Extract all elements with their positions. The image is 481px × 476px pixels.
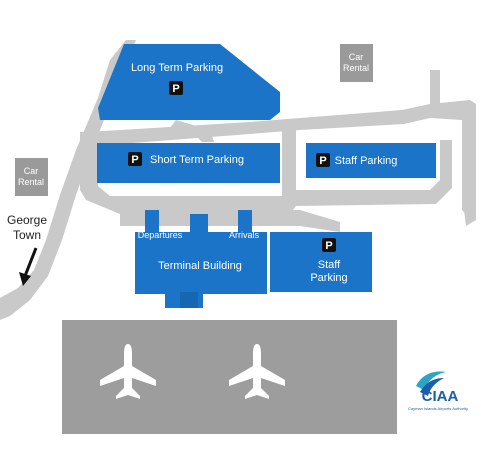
parking-icon: P xyxy=(322,238,336,252)
terminal-building xyxy=(135,210,267,308)
car-rental-left xyxy=(15,158,48,196)
ciaa-logo-text: CIAA xyxy=(422,388,459,405)
airplane-icon xyxy=(100,344,156,399)
ciaa-logo-tagline: Cayman Islands Airports Authority xyxy=(408,406,468,411)
staff-access xyxy=(430,70,440,104)
arrivals-label: Arrivals xyxy=(229,230,260,240)
staff-parking-lower-label-line1: Staff xyxy=(318,259,341,271)
svg-text:P: P xyxy=(319,155,326,167)
long-term-parking-label: Long Term Parking xyxy=(131,62,223,74)
right-road xyxy=(464,210,476,226)
long-term-parking-lot xyxy=(98,44,280,120)
ciaa-logo-icon: CIAA Cayman Islands Airports Authority xyxy=(403,366,473,418)
short-term-parking-label: Short Term Parking xyxy=(150,154,244,166)
car-rental-top xyxy=(340,44,373,82)
terminal-building-label: Terminal Building xyxy=(158,260,242,272)
staff-parking-lower-label-line2: Parking xyxy=(310,272,347,284)
departures-label: Departures xyxy=(138,230,183,240)
svg-text:P: P xyxy=(325,240,332,252)
car-rental-left-label-line2: Rental xyxy=(18,177,44,187)
short-term-parking-lot xyxy=(97,143,280,183)
svg-text:P: P xyxy=(131,154,138,166)
airplane-icon xyxy=(229,344,285,399)
parking-icon: P xyxy=(316,153,330,167)
car-rental-top-label-line2: Rental xyxy=(343,63,369,73)
parking-icon: P xyxy=(128,152,142,166)
long-term-access xyxy=(170,120,214,142)
staff-parking-label: Staff Parking xyxy=(335,155,398,167)
staff-parking-lot-lower xyxy=(270,232,372,292)
car-rental-top-label-line1: Car xyxy=(349,52,364,62)
parking-icon: P xyxy=(169,81,183,95)
ring-road xyxy=(80,130,452,214)
terminal-access xyxy=(120,210,340,232)
car-rental-left-label-line1: Car xyxy=(24,166,39,176)
george-town-label-line2: Town xyxy=(13,228,41,242)
arrow-icon xyxy=(19,247,38,286)
george-town-label-line1: George xyxy=(7,213,47,227)
svg-text:P: P xyxy=(172,83,179,95)
